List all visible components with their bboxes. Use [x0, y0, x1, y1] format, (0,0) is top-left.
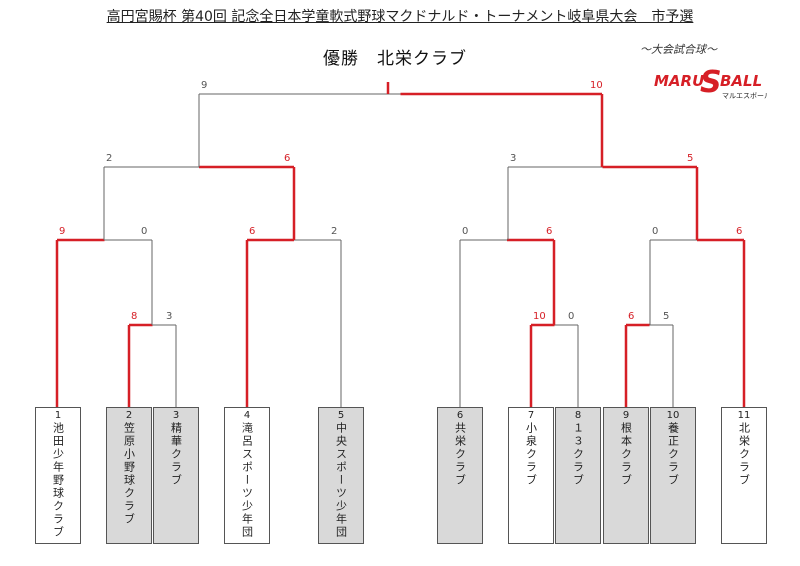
team-name: 小泉クラブ	[524, 422, 538, 487]
score-label: 10	[590, 80, 603, 91]
logo-left-text: MARU	[654, 72, 704, 90]
score-label: 3	[510, 153, 517, 164]
team-name: 笠原小野球クラブ	[122, 422, 136, 526]
team-number: 3	[172, 410, 180, 421]
team-number: 6	[456, 410, 464, 421]
page-title: 高円宮賜杯 第40回 記念全日本学童軟式野球マクドナルド・トーナメント岐阜県大会…	[106, 9, 694, 25]
team-name: 根本クラブ	[619, 422, 633, 487]
score-label: 0	[652, 226, 659, 237]
team-name: 共栄クラブ	[453, 422, 467, 487]
score-label: 0	[462, 226, 469, 237]
score-label: 5	[663, 311, 670, 322]
official-ball-caption: 〜大会試合球〜	[640, 43, 717, 56]
team-name: 滝呂スポーツ少年団	[240, 422, 254, 539]
champion-heading: 優勝北栄クラブ	[260, 44, 530, 69]
score-label: 0	[568, 311, 575, 322]
team-name: 精華クラブ	[169, 422, 183, 487]
score-label: 9	[201, 80, 208, 91]
score-label: 0	[141, 226, 148, 237]
score-label: 6	[284, 153, 291, 164]
team-number: 8	[574, 410, 582, 421]
score-label: 2	[106, 153, 113, 164]
team-number: 7	[527, 410, 535, 421]
team-number: 11	[737, 410, 751, 421]
team-number: 5	[337, 410, 345, 421]
score-label: 3	[166, 311, 173, 322]
champion-label: 優勝	[323, 49, 359, 69]
score-label: 10	[533, 311, 546, 322]
team-number: 9	[622, 410, 630, 421]
team-name: 養正クラブ	[666, 422, 680, 487]
score-label: 5	[687, 153, 694, 164]
score-label: 6	[628, 311, 635, 322]
team-number: 2	[125, 410, 133, 421]
champion-team: 北栄クラブ	[377, 49, 467, 69]
score-label: 8	[131, 311, 138, 322]
logo-s-letter: S	[700, 65, 722, 100]
logo-tagline: マルエスボール	[722, 92, 767, 100]
team-name: 池田少年野球クラブ	[51, 422, 65, 539]
score-label: 2	[331, 226, 338, 237]
logo-right-text: BALL	[720, 72, 762, 90]
score-label: 6	[249, 226, 256, 237]
team-name: １３クラブ	[571, 422, 585, 487]
team-number: 1	[54, 410, 62, 421]
team-name: 北栄クラブ	[737, 422, 751, 487]
score-label: 6	[736, 226, 743, 237]
maruesu-ball-logo: MARU S BALL マルエスボール	[654, 65, 767, 100]
score-label: 6	[546, 226, 553, 237]
team-number: 4	[243, 410, 251, 421]
score-label: 9	[59, 226, 66, 237]
team-name: 中央スポーツ少年団	[334, 422, 348, 539]
team-number: 10	[666, 410, 680, 421]
